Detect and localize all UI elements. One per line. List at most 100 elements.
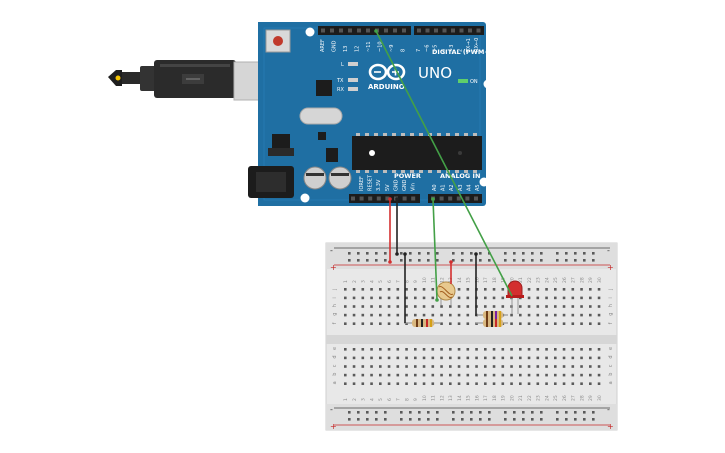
breadboard-hole[interactable] <box>440 382 443 385</box>
breadboard-hole[interactable] <box>562 365 566 368</box>
breadboard-hole[interactable] <box>466 373 470 377</box>
breadboard-hole[interactable] <box>492 382 496 385</box>
digital-pin-hole[interactable] <box>384 28 388 33</box>
breadboard-hole[interactable] <box>571 322 575 325</box>
rail-hole[interactable] <box>384 411 387 414</box>
breadboard-hole[interactable] <box>519 373 522 377</box>
breadboard-hole[interactable] <box>361 305 365 308</box>
breadboard-hole[interactable] <box>370 322 373 325</box>
breadboard-hole[interactable] <box>405 288 408 291</box>
breadboard-hole[interactable] <box>571 305 575 308</box>
breadboard-hole[interactable] <box>352 288 356 291</box>
digital-pin-hole[interactable] <box>366 28 370 33</box>
breadboard-hole[interactable] <box>457 296 461 300</box>
power-pin-hole[interactable] <box>402 196 407 201</box>
breadboard-hole[interactable] <box>562 305 566 308</box>
breadboard-hole[interactable] <box>589 356 592 360</box>
breadboard-hole[interactable] <box>414 365 417 368</box>
breadboard-hole[interactable] <box>510 365 513 368</box>
rail-hole[interactable] <box>418 252 421 255</box>
reset-button[interactable] <box>265 29 291 53</box>
breadboard-hole[interactable] <box>501 288 505 291</box>
breadboard-hole[interactable] <box>344 322 347 325</box>
digital-pin-hole[interactable] <box>468 28 472 33</box>
breadboard-hole[interactable] <box>580 365 583 368</box>
rail-hole[interactable] <box>531 411 534 414</box>
breadboard-hole[interactable] <box>597 288 601 291</box>
rail-hole[interactable] <box>565 252 568 255</box>
breadboard[interactable]: - + - + - + - + 112233445566778899101011… <box>325 242 618 431</box>
rail-hole[interactable] <box>452 252 455 255</box>
rail-hole[interactable] <box>522 252 525 255</box>
rail-hole[interactable] <box>479 418 482 421</box>
breadboard-hole[interactable] <box>475 382 478 385</box>
breadboard-hole[interactable] <box>396 288 400 291</box>
breadboard-hole[interactable] <box>352 296 356 300</box>
rail-hole[interactable] <box>540 411 543 414</box>
breadboard-hole[interactable] <box>589 288 592 291</box>
breadboard-hole[interactable] <box>554 365 557 368</box>
breadboard-hole[interactable] <box>571 382 575 385</box>
breadboard-hole[interactable] <box>589 348 592 351</box>
breadboard-hole[interactable] <box>492 348 496 351</box>
breadboard-hole[interactable] <box>545 373 548 377</box>
breadboard-hole[interactable] <box>580 305 583 308</box>
breadboard-hole[interactable] <box>475 373 478 377</box>
breadboard-hole[interactable] <box>554 305 557 308</box>
breadboard-hole[interactable] <box>405 313 408 317</box>
rail-hole[interactable] <box>427 259 430 262</box>
breadboard-hole[interactable] <box>414 356 417 360</box>
rail-hole[interactable] <box>470 411 473 414</box>
breadboard-hole[interactable] <box>466 288 470 291</box>
breadboard-hole[interactable] <box>466 365 470 368</box>
breadboard-hole[interactable] <box>492 296 496 300</box>
breadboard-hole[interactable] <box>580 356 583 360</box>
rail-hole[interactable] <box>400 418 403 421</box>
rail-hole[interactable] <box>556 252 559 255</box>
breadboard-hole[interactable] <box>571 288 575 291</box>
digital-pin-hole[interactable] <box>339 28 343 33</box>
breadboard-hole[interactable] <box>501 305 505 308</box>
breadboard-hole[interactable] <box>387 348 391 351</box>
digital-pin-hole[interactable] <box>321 28 325 33</box>
photoresistor[interactable] <box>436 281 456 305</box>
rail-hole[interactable] <box>461 411 464 414</box>
breadboard-hole[interactable] <box>562 382 566 385</box>
digital-pin-hole[interactable] <box>348 28 352 33</box>
rail-hole[interactable] <box>504 252 507 255</box>
breadboard-hole[interactable] <box>379 348 382 351</box>
rail-hole[interactable] <box>418 259 421 262</box>
breadboard-hole[interactable] <box>536 313 540 317</box>
breadboard-hole[interactable] <box>492 288 496 291</box>
breadboard-hole[interactable] <box>379 305 382 308</box>
rail-hole[interactable] <box>384 418 387 421</box>
breadboard-hole[interactable] <box>589 313 592 317</box>
rail-hole[interactable] <box>522 411 525 414</box>
rail-hole[interactable] <box>366 411 369 414</box>
power-pin-hole[interactable] <box>411 196 416 201</box>
rail-hole[interactable] <box>470 252 473 255</box>
breadboard-hole[interactable] <box>422 365 426 368</box>
breadboard-hole[interactable] <box>449 365 452 368</box>
rail-hole[interactable] <box>375 252 378 255</box>
breadboard-hole[interactable] <box>431 373 435 377</box>
rail-hole[interactable] <box>357 411 360 414</box>
rail-hole[interactable] <box>409 411 412 414</box>
breadboard-hole[interactable] <box>501 373 505 377</box>
breadboard-hole[interactable] <box>396 322 400 325</box>
analog-pin-hole[interactable] <box>439 196 444 201</box>
digital-pin-hole[interactable] <box>434 28 438 33</box>
breadboard-hole[interactable] <box>589 296 592 300</box>
breadboard-hole[interactable] <box>344 296 347 300</box>
breadboard-hole[interactable] <box>580 382 583 385</box>
breadboard-hole[interactable] <box>431 313 435 317</box>
breadboard-hole[interactable] <box>431 288 435 291</box>
breadboard-hole[interactable] <box>492 365 496 368</box>
breadboard-hole[interactable] <box>396 348 400 351</box>
breadboard-hole[interactable] <box>457 313 461 317</box>
breadboard-hole[interactable] <box>484 382 487 385</box>
breadboard-hole[interactable] <box>352 305 356 308</box>
breadboard-hole[interactable] <box>379 365 382 368</box>
